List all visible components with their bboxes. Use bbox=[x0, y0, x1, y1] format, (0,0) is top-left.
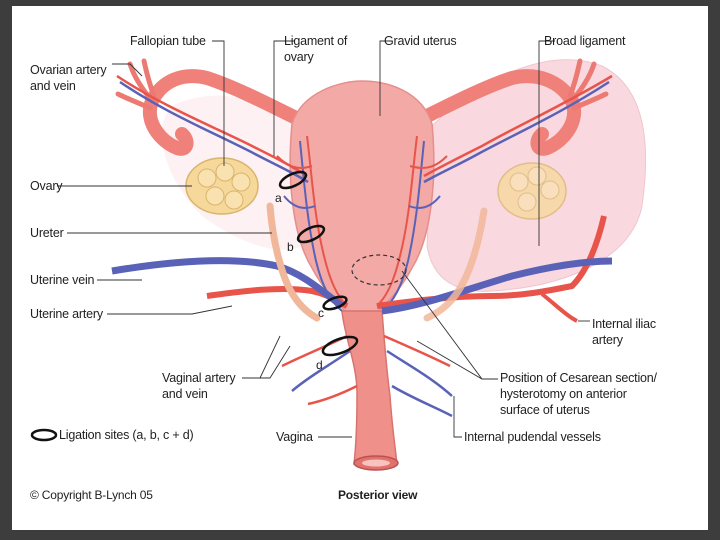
label-vagina: Vagina bbox=[276, 430, 313, 444]
left-fimbriae bbox=[115, 58, 157, 111]
label-cesarean-line2: hysterotomy on anterior bbox=[500, 387, 627, 401]
label-broad-ligament: Broad ligament bbox=[544, 34, 626, 48]
view-caption: Posterior view bbox=[338, 488, 418, 502]
vagina bbox=[341, 310, 398, 465]
cesarean-section-site bbox=[351, 254, 407, 286]
label-vaginal-artery-line1: Vaginal artery bbox=[162, 371, 236, 385]
right-iliac-branch bbox=[540, 292, 578, 323]
label-gravid-uterus: Gravid uterus bbox=[384, 34, 457, 48]
ligation-site-a bbox=[278, 170, 308, 190]
leader-lines bbox=[57, 40, 590, 438]
label-fallopian-tube: Fallopian tube bbox=[130, 34, 206, 48]
label-ligament-of-ovary-line1: Ligament of bbox=[284, 34, 348, 48]
site-letter-a: a bbox=[275, 191, 282, 205]
vaginal-lumen bbox=[362, 459, 390, 467]
ligation-site-b bbox=[296, 224, 326, 244]
right-ureter bbox=[423, 207, 488, 322]
anatomy-illustration bbox=[30, 40, 647, 471]
vaginal-vessels bbox=[281, 334, 453, 418]
label-cesarean-line1: Position of Cesarean section/ bbox=[500, 371, 657, 385]
gravid-uterus bbox=[289, 80, 435, 317]
copyright-text: © Copyright B-Lynch 05 bbox=[30, 488, 153, 502]
label-internal-iliac-line2: artery bbox=[592, 333, 623, 347]
left-ureter bbox=[266, 202, 321, 322]
right-uterine-vein bbox=[381, 257, 613, 315]
label-internal-pudendal: Internal pudendal vessels bbox=[464, 430, 601, 444]
site-letter-d: d bbox=[316, 358, 323, 372]
label-ovarian-artery-line1: Ovarian artery bbox=[30, 63, 107, 77]
diagram-panel: Fallopian tube Ligament of ovary Gravid … bbox=[12, 6, 708, 530]
ligation-legend-symbol bbox=[30, 428, 58, 442]
label-uterine-artery: Uterine artery bbox=[30, 307, 103, 321]
label-ovary: Ovary bbox=[30, 179, 63, 193]
label-cesarean-line3: surface of uterus bbox=[500, 403, 590, 417]
left-uterine-vein bbox=[111, 257, 345, 309]
label-vaginal-artery-line2: and vein bbox=[162, 387, 208, 401]
right-ovary bbox=[497, 162, 567, 220]
label-ligation-sites: Ligation sites (a, b, c + d) bbox=[59, 428, 194, 442]
label-ovarian-artery-line2: and vein bbox=[30, 79, 76, 93]
label-ligament-of-ovary-line2: ovary bbox=[284, 50, 314, 64]
site-letter-c: c bbox=[318, 306, 324, 320]
left-ovary bbox=[185, 157, 259, 215]
label-ureter: Ureter bbox=[30, 226, 64, 240]
site-letter-b: b bbox=[287, 240, 294, 254]
label-uterine-vein: Uterine vein bbox=[30, 273, 95, 287]
ligation-site-c bbox=[322, 295, 348, 311]
label-internal-iliac-line1: Internal iliac bbox=[592, 317, 656, 331]
ligation-site-d bbox=[321, 335, 359, 357]
